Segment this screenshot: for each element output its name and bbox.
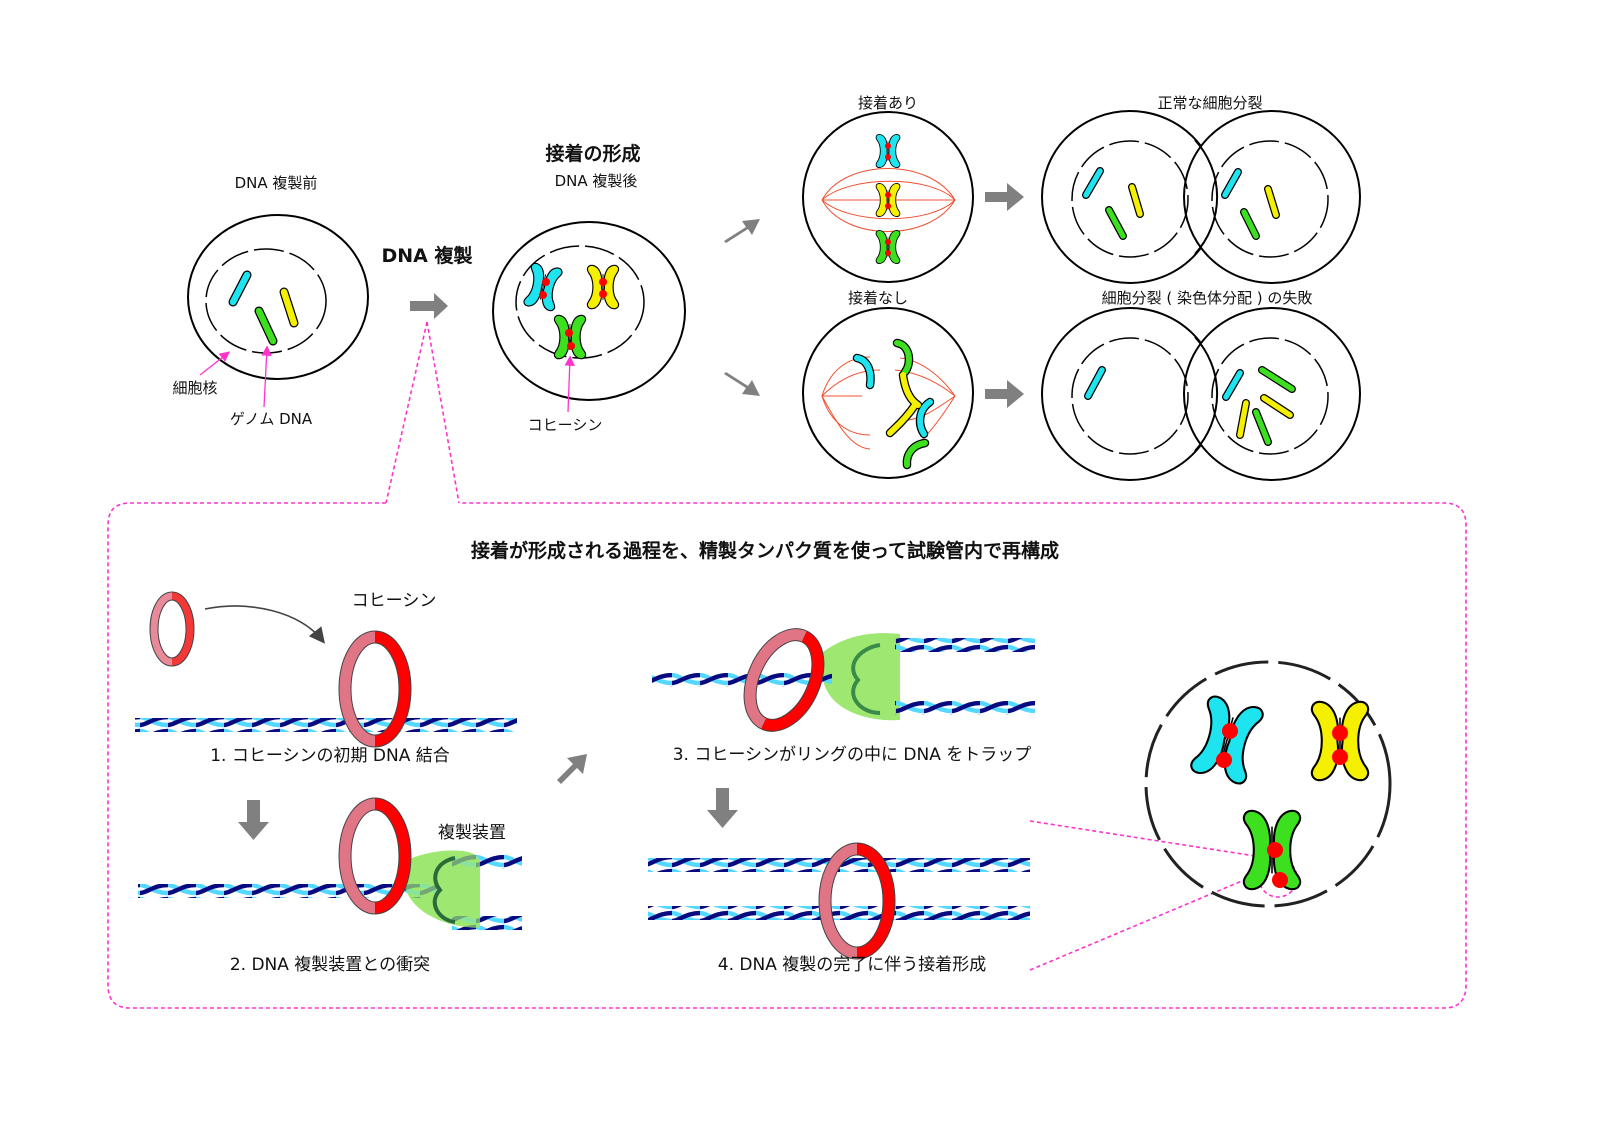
failed-division-label: 細胞分裂 ( 染色体分配 ) の失敗 [1102,289,1313,307]
dna-replication-label: DNA 複製 [382,244,473,267]
arrow-step1-to-2 [238,800,269,840]
arrow-to-failed-division [985,380,1024,408]
arrow-to-normal-division [985,183,1024,211]
cohesin-label-top: コヒーシン [528,416,603,434]
arrow-step3-to-4 [707,788,738,828]
cell-after-replication [492,221,686,413]
step-3-label: 3. コヒーシンがリングの中に DNA をトラップ [673,745,1032,765]
binding-arrow [204,605,325,644]
replication-arrow [410,293,448,319]
nucleus-label: 細胞核 [172,379,217,397]
cell-with-cohesion [802,111,974,283]
step-2-label: 2. DNA 複製装置との衝突 [230,955,430,975]
arrow-to-no-cohesion [724,372,760,396]
nucleus-pointer [199,351,231,376]
step-4-diagram [648,842,1030,960]
panel-title: 接着が形成される過程を、精製タンパク質を使って試験管内で再構成 [471,539,1059,562]
step-3-diagram [652,628,1035,732]
cell-failed-division [1041,307,1361,481]
step-4-label: 4. DNA 複製の完了に伴う接着形成 [718,955,986,975]
cell-normal-division [1041,110,1361,284]
with-cohesion-label: 接着あり [858,94,918,112]
step-2-diagram [138,797,522,930]
nucleus-closeup [1144,660,1392,908]
arrow-step2-to-3 [557,754,587,784]
step-1-diagram [135,591,517,748]
genome-dna-label: ゲノム DNA [230,410,313,428]
cell-before-replication [187,214,369,408]
before-replication-label: DNA 複製前 [235,174,318,192]
arrow-to-cohesion [724,219,760,243]
cohesin-label-panel: コヒーシン [352,591,437,611]
cohesion-formation-title: 接着の形成 [545,142,640,165]
after-replication-label: DNA 複製後 [555,172,638,190]
cell-without-cohesion [802,307,974,479]
replisome-label: 複製装置 [438,823,506,843]
normal-division-label: 正常な細胞分裂 [1157,94,1262,112]
cohesin-pointer [564,355,575,413]
without-cohesion-label: 接着なし [848,289,908,307]
step-1-label: 1. コヒーシンの初期 DNA 結合 [210,746,450,766]
genome-pointer [261,345,272,408]
